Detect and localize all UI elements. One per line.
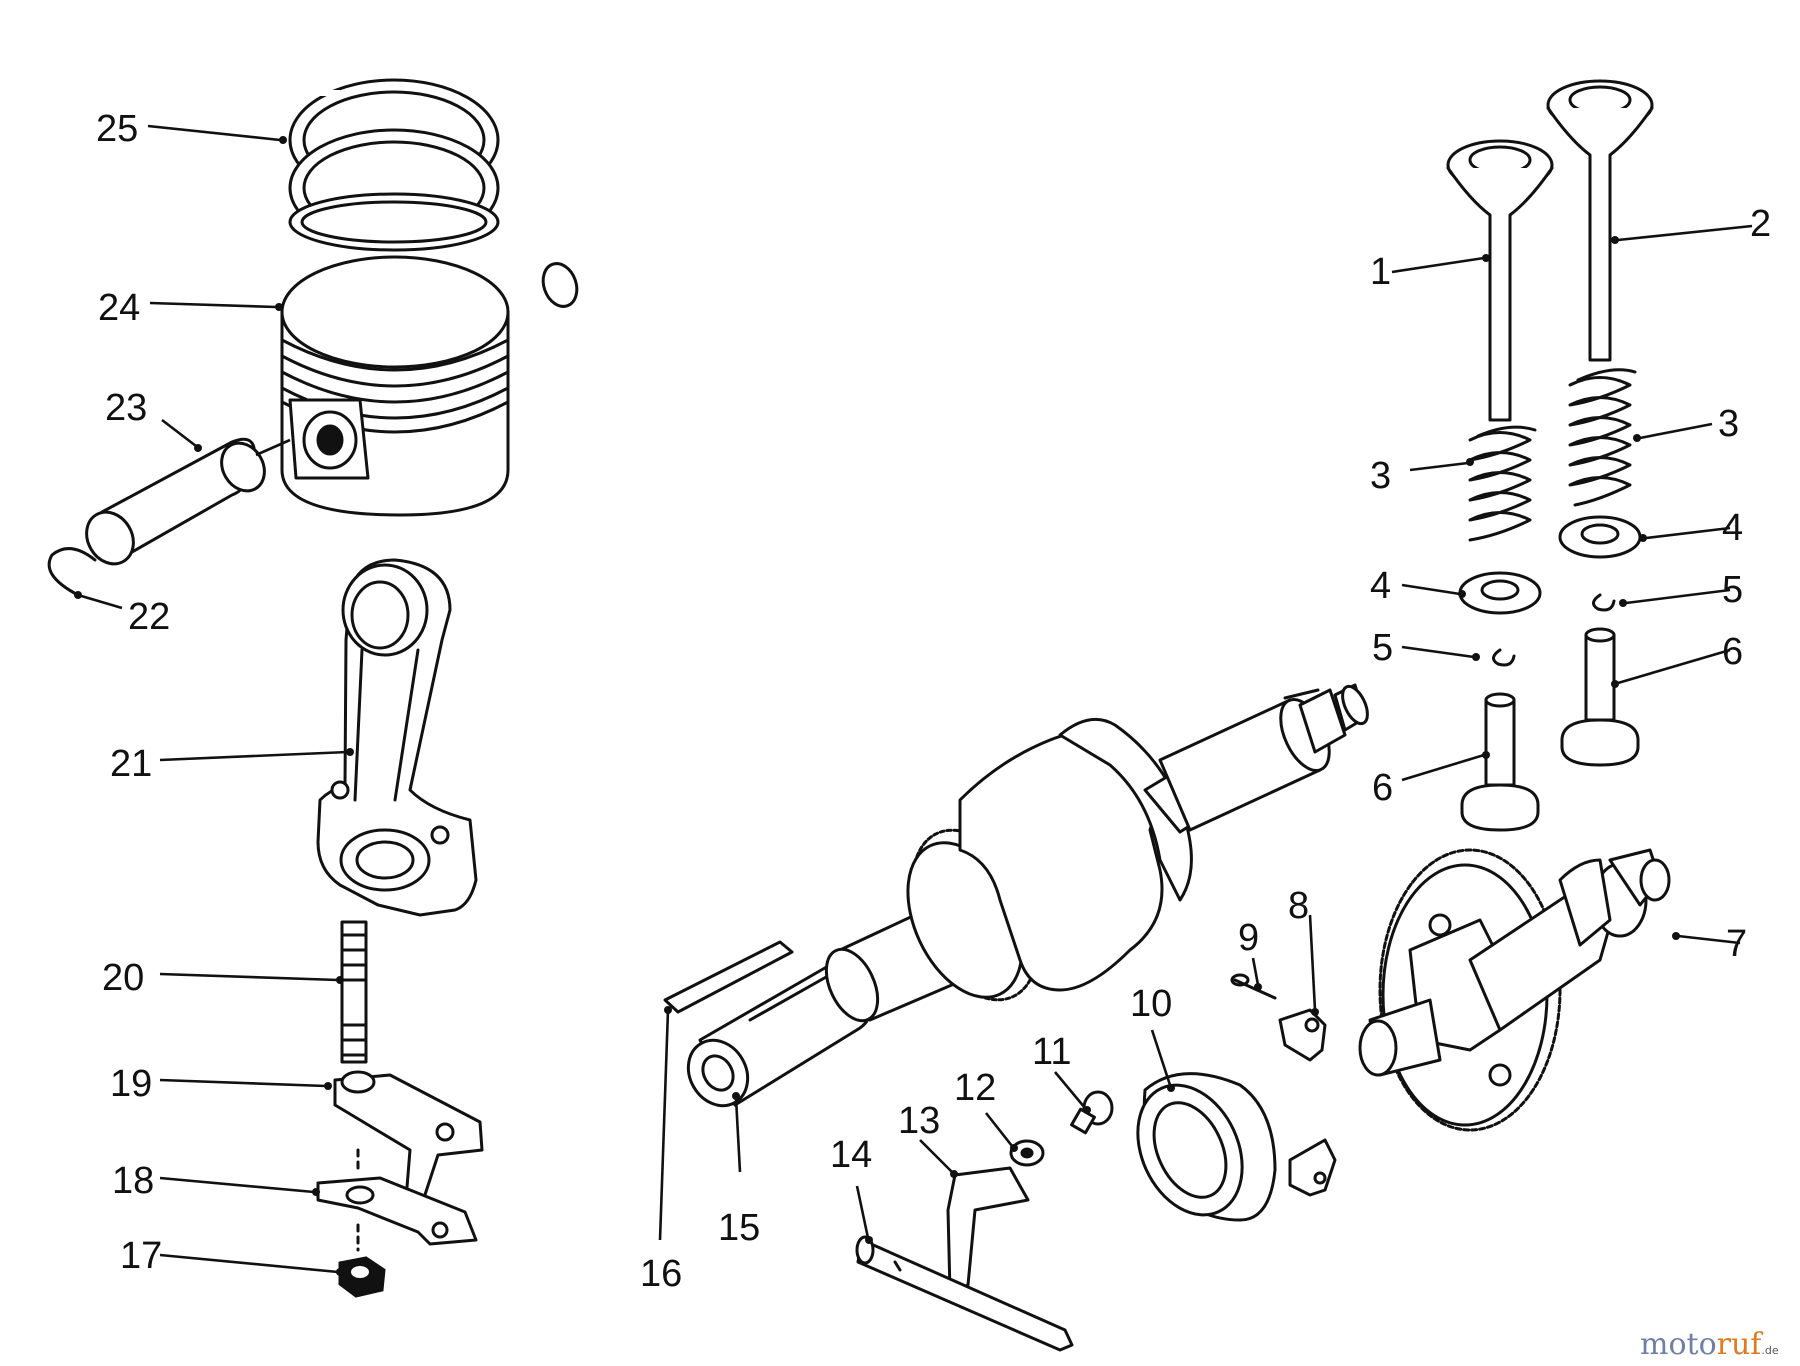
callout-2: 2 bbox=[1750, 203, 1771, 245]
callout-labels: 25 24 23 22 21 20 19 18 17 16 15 14 13 1… bbox=[96, 108, 1771, 1295]
watermark-brand-part1: moto bbox=[1640, 1327, 1717, 1362]
piston-pin bbox=[85, 437, 291, 566]
tappet-2 bbox=[1560, 627, 1640, 767]
callout-21: 21 bbox=[110, 743, 152, 785]
woodruff-key bbox=[663, 940, 794, 1014]
callout-8: 8 bbox=[1288, 885, 1309, 927]
callout-12: 12 bbox=[954, 1067, 996, 1109]
piston-rings bbox=[288, 78, 500, 252]
valve-keeper-2 bbox=[1592, 593, 1616, 612]
valve-keeper-1 bbox=[1492, 648, 1516, 667]
circlip bbox=[47, 547, 97, 597]
valve-2 bbox=[1546, 79, 1654, 362]
governor-shaft-14 bbox=[855, 1235, 1074, 1352]
callout-20: 20 bbox=[102, 957, 144, 999]
nut bbox=[338, 1223, 386, 1298]
spring-retainer-2 bbox=[1558, 515, 1642, 559]
cotter-pin-9 bbox=[1230, 973, 1277, 1000]
camshaft bbox=[1358, 848, 1671, 1132]
callout-9: 9 bbox=[1238, 917, 1259, 959]
connecting-rod bbox=[316, 558, 478, 917]
watermark-suffix: .de bbox=[1761, 1344, 1778, 1357]
callout-22: 22 bbox=[128, 596, 170, 638]
tappet-1 bbox=[1460, 692, 1540, 832]
callout-10: 10 bbox=[1130, 983, 1172, 1025]
callout-19: 19 bbox=[110, 1063, 152, 1105]
callout-3b: 3 bbox=[1370, 455, 1391, 497]
crankshaft bbox=[686, 683, 1369, 1108]
callout-1: 1 bbox=[1370, 251, 1391, 293]
callout-14: 14 bbox=[830, 1134, 872, 1176]
callout-7: 7 bbox=[1726, 923, 1747, 965]
callout-17: 17 bbox=[120, 1235, 162, 1277]
callout-18: 18 bbox=[112, 1160, 154, 1202]
callout-25: 25 bbox=[96, 108, 138, 150]
valve-spring-2 bbox=[1568, 368, 1637, 507]
valve-1 bbox=[1446, 139, 1554, 422]
watermark-brand-part2: ruf bbox=[1717, 1327, 1764, 1362]
callout-6b: 6 bbox=[1372, 767, 1393, 809]
callout-15: 15 bbox=[718, 1207, 760, 1249]
callout-23: 23 bbox=[105, 387, 147, 429]
callout-16: 16 bbox=[640, 1253, 682, 1295]
governor-arm-13 bbox=[946, 1166, 1030, 1294]
callout-5a: 5 bbox=[1722, 569, 1743, 611]
bracket-8 bbox=[1278, 1008, 1327, 1062]
callout-5b: 5 bbox=[1372, 627, 1393, 669]
oil-seal-10 bbox=[1136, 1072, 1277, 1222]
retainer-clip bbox=[1288, 1138, 1337, 1197]
leader-lines bbox=[74, 124, 1753, 1276]
callout-13: 13 bbox=[898, 1100, 940, 1142]
piston bbox=[280, 255, 510, 517]
lock-plate bbox=[316, 1148, 478, 1246]
callout-4b: 4 bbox=[1370, 565, 1391, 607]
callout-4a: 4 bbox=[1722, 507, 1743, 549]
callout-24: 24 bbox=[98, 287, 140, 329]
spring-retainer-1 bbox=[1458, 571, 1542, 615]
piston-circlip bbox=[541, 262, 579, 308]
callout-11: 11 bbox=[1032, 1031, 1071, 1073]
rod-bolt bbox=[340, 920, 368, 1064]
watermark: motoruf.de bbox=[1640, 1327, 1779, 1362]
valve-spring-1 bbox=[1468, 425, 1537, 542]
svg-text:motoruf.de: motoruf.de bbox=[1640, 1327, 1779, 1362]
callout-3a: 3 bbox=[1718, 403, 1739, 445]
callout-6a: 6 bbox=[1722, 631, 1743, 673]
washer-12 bbox=[1009, 1139, 1045, 1167]
